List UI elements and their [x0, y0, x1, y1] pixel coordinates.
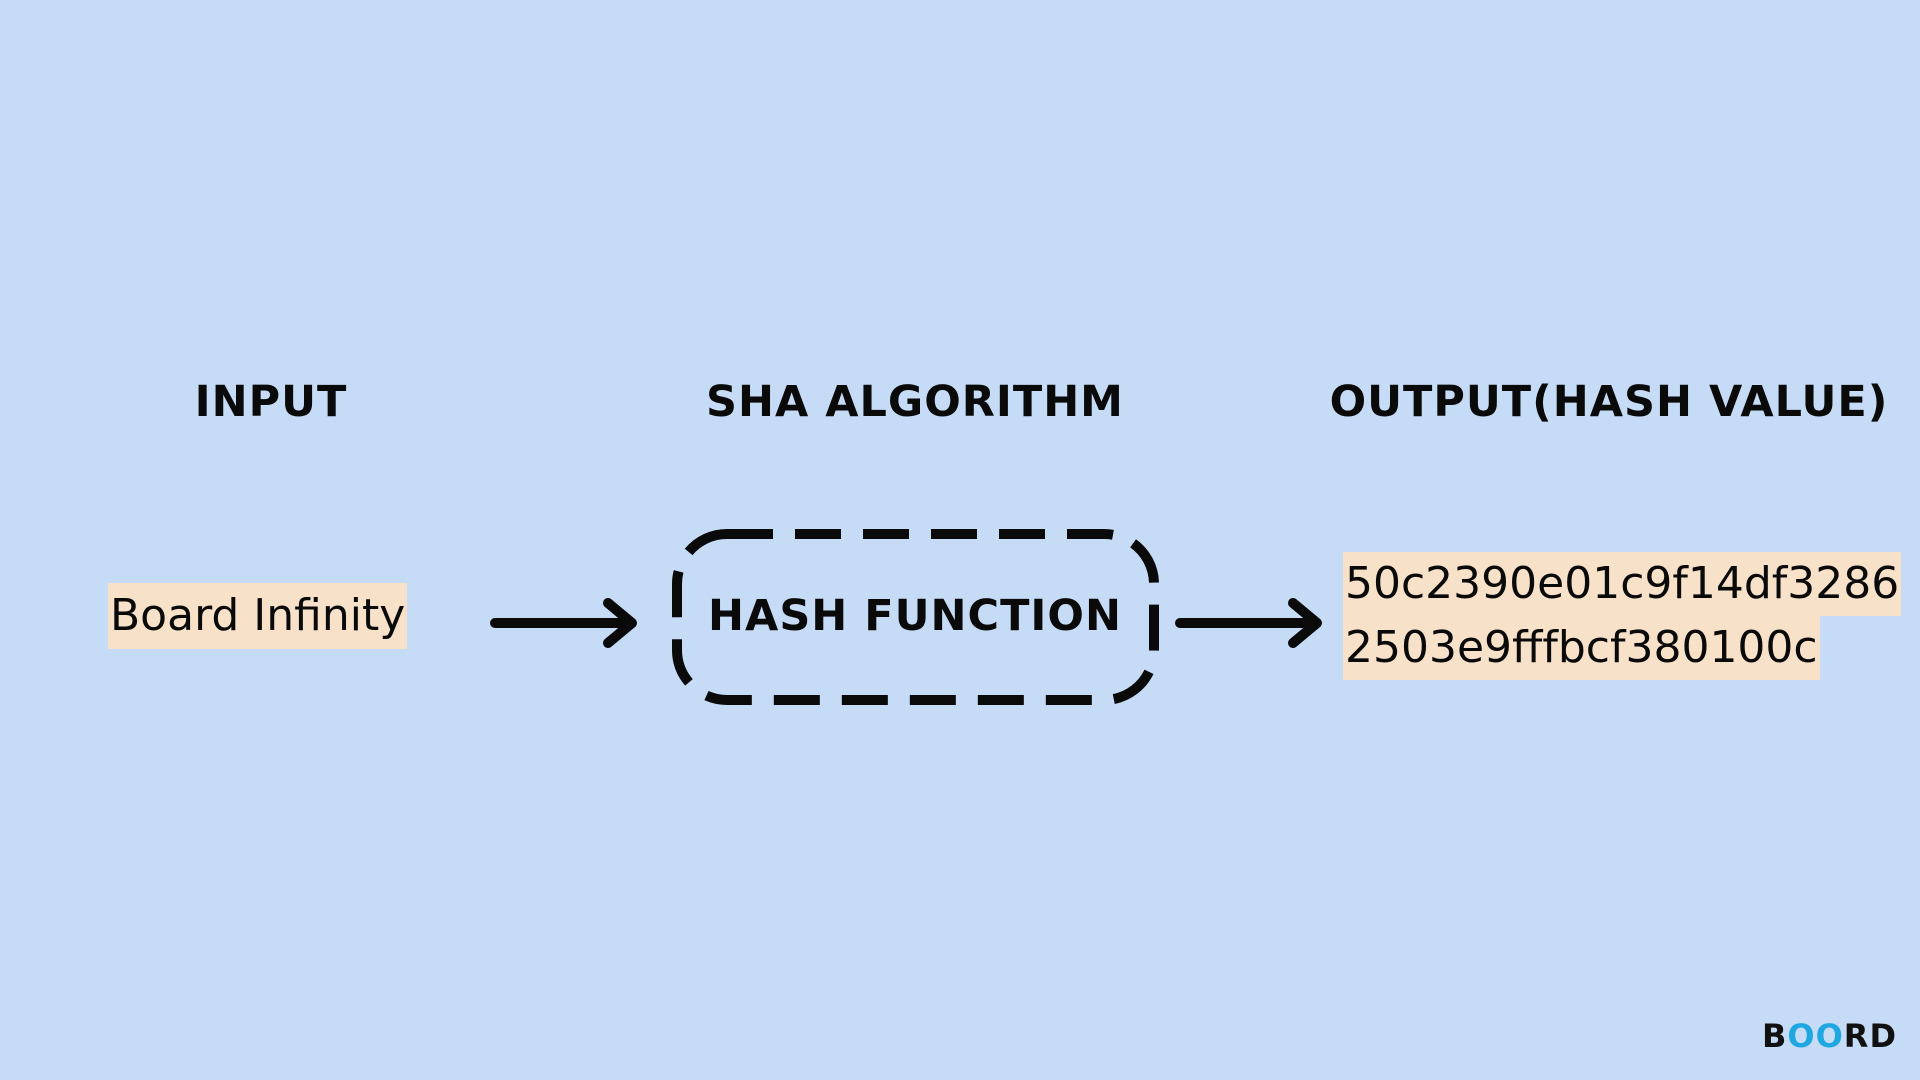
- hash-output-line-1: 50c2390e01c9f14df3286: [1343, 552, 1902, 616]
- input-heading: INPUT: [194, 377, 348, 427]
- input-arrow: [490, 598, 637, 648]
- output-arrow-head: [1288, 598, 1322, 648]
- input-arrow-head: [603, 598, 637, 648]
- hash-output-line-2: 2503e9fffbcf380100c: [1343, 616, 1820, 680]
- input-value: Board Infinity: [108, 583, 408, 649]
- logo-part-rd: RD: [1843, 1017, 1897, 1055]
- hash-function-box: [672, 529, 1159, 705]
- hash-function-label: HASH FUNCTION: [708, 591, 1122, 641]
- output-arrow: [1175, 598, 1322, 648]
- output-heading: OUTPUT(HASH VALUE): [1329, 377, 1889, 427]
- logo-part-b: B: [1762, 1017, 1788, 1055]
- algorithm-heading: SHA ALGORITHM: [706, 377, 1124, 427]
- logo-infinity-mark: OO: [1787, 1017, 1844, 1055]
- board-logo: BOORD: [1762, 1016, 1897, 1056]
